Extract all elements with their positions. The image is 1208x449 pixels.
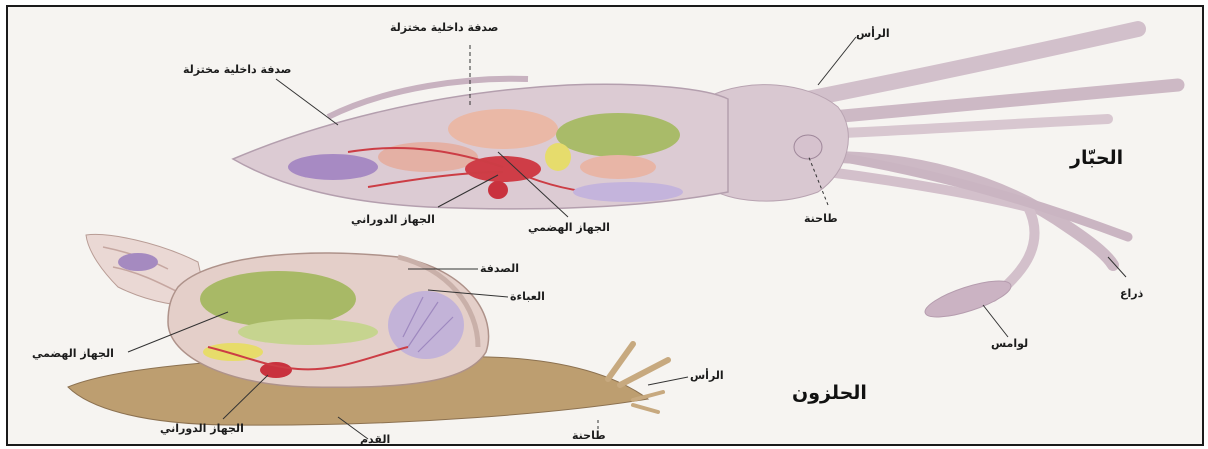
squid-yellow-organ: [545, 143, 571, 171]
squid-stomach: [556, 113, 680, 157]
label-snail-mantle: العباءة: [510, 290, 545, 303]
squid-gland: [580, 155, 656, 179]
snail-tentacle: [620, 360, 668, 385]
snail-yellow-organ: [203, 343, 263, 361]
label-snail-foot: القدم: [360, 433, 390, 446]
label-squid-circulatory: الجهاز الدوراني: [351, 213, 435, 226]
label-squid-digestive: الجهاز الهضمي: [528, 221, 610, 234]
snail-purple-organ: [118, 253, 158, 271]
label-squid-inner-shell-left: صدفة داخلية مختزلة: [183, 63, 291, 76]
label-snail-digestive: الجهاز الهضمي: [32, 347, 114, 360]
squid-heart: [488, 181, 508, 199]
snail-tentacle: [633, 405, 658, 412]
label-snail-head: الرأس: [690, 369, 724, 382]
squid-pink-organ: [448, 109, 558, 149]
squid-purple-organ: [288, 154, 378, 180]
squid-pink-organ: [378, 142, 478, 172]
squid-tentacle-club: [921, 274, 1014, 325]
snail-tentacle: [608, 344, 633, 379]
label-snail-radula: طاحنة: [572, 429, 606, 442]
label-squid-inner-shell-top: صدفة داخلية مختزلة: [390, 21, 498, 34]
snail-digestive-gland: [200, 271, 356, 327]
squid-gill: [573, 182, 683, 202]
squid-eye: [794, 135, 822, 159]
squid-title: الحبّار: [1070, 147, 1123, 169]
label-squid-radula: طاحنة: [804, 212, 838, 225]
label-snail-shell: الصدفة: [480, 262, 519, 275]
snail-heart: [260, 362, 292, 378]
snail-title: الحلزون: [792, 382, 867, 404]
label-snail-circulatory: الجهاز الدوراني: [160, 422, 244, 435]
diagram-frame: الحبّار صدفة داخلية مختزلة صدفة داخلية م…: [6, 5, 1204, 446]
snail-illustration: [68, 234, 688, 439]
squid-head: [708, 85, 848, 201]
label-squid-head: الرأس: [856, 27, 890, 40]
snail-digestive-tube: [238, 319, 378, 345]
label-squid-tentacles: لوامس: [991, 337, 1028, 350]
label-squid-arm: ذراع: [1120, 287, 1143, 300]
